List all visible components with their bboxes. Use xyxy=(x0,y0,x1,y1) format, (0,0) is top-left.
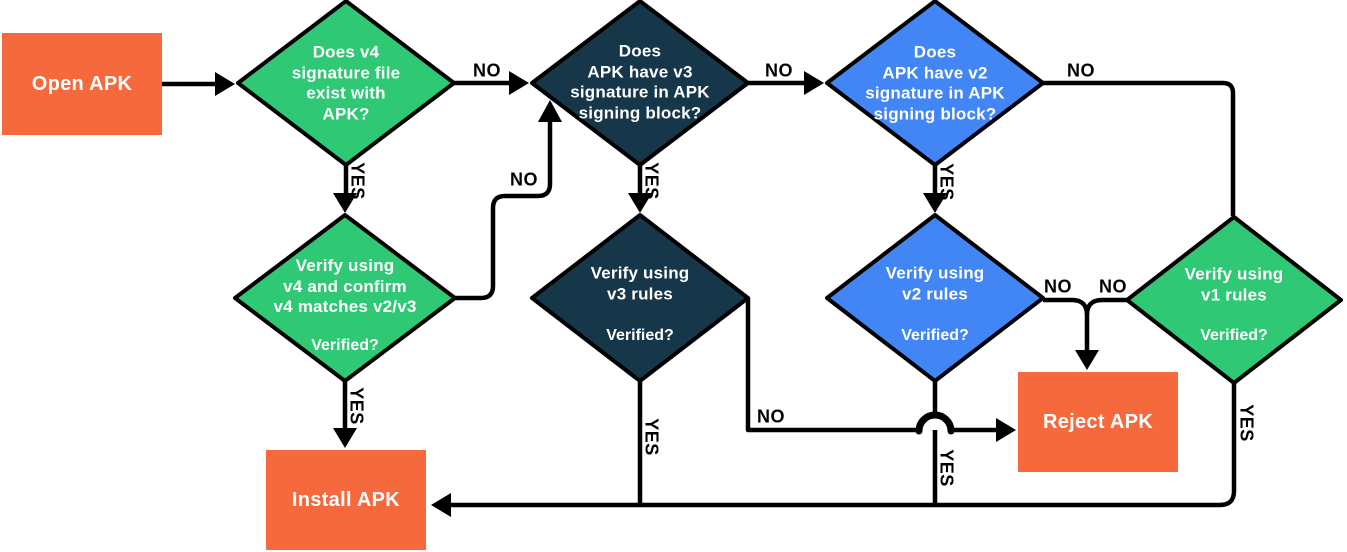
verify-v4-verified: Verified? xyxy=(311,337,379,354)
v3-block-question: Does APK have v3 signature in APK signin… xyxy=(570,41,710,123)
edge-label-yes-v4: YES xyxy=(347,162,368,200)
arrowhead-into-install-top xyxy=(333,428,357,448)
verify-v3-verified: Verified? xyxy=(606,327,674,344)
arrowhead-into-verify-v2 xyxy=(923,193,947,213)
connectors xyxy=(162,80,1237,508)
verify-v1-question: Verify using v1 rules xyxy=(1184,264,1284,304)
verify-v1-verified: Verified? xyxy=(1200,327,1268,344)
arrowhead-retry-into-v3 xyxy=(538,100,562,122)
arrowhead-into-reject-top xyxy=(1075,350,1099,370)
edge-label-yes-verify-v2: YES xyxy=(936,449,957,487)
edge-label-no-v2: NO xyxy=(1067,60,1095,81)
line-jump-arc xyxy=(915,411,955,435)
edge-verify-v2-no xyxy=(1043,297,1090,352)
edge-verify-v4-no xyxy=(455,122,553,301)
edge-label-no-verify-v4: NO xyxy=(510,169,538,190)
terminal-install-apk: Install APK xyxy=(266,450,426,550)
edge-verify-v1-yes xyxy=(449,383,1237,508)
start-open-apk: Open APK xyxy=(2,33,162,135)
install-apk-label: Install APK xyxy=(291,488,401,511)
arrowhead-into-verify-v3 xyxy=(628,193,652,213)
decision-v4-signature-exists xyxy=(236,0,456,167)
v2-block-question: Does APK have v2 signature in APK signin… xyxy=(865,42,1005,124)
verify-v2-verified: Verified? xyxy=(901,327,969,344)
edge-v2-no xyxy=(1043,80,1236,216)
decision-shapes xyxy=(233,0,1343,385)
edge-label-yes-v3: YES xyxy=(641,162,662,200)
verify-v2-question: Verify using v2 rules xyxy=(885,263,985,303)
arrowhead-into-install-right xyxy=(431,493,451,517)
decision-verify-v1 xyxy=(1125,215,1343,385)
arrowhead-into-verify-v4 xyxy=(333,193,357,213)
reject-apk-label: Reject APK xyxy=(1042,410,1154,433)
edge-label-no-verify-v2: NO xyxy=(1044,276,1072,297)
arrowhead-into-v2 xyxy=(804,71,824,95)
decision-verify-v2 xyxy=(825,213,1045,383)
arrowhead-into-reject-left xyxy=(996,418,1016,442)
decision-verify-v3 xyxy=(530,213,750,383)
open-apk-label: Open APK xyxy=(31,72,133,95)
verify-v4-question: Verify using v4 and confirm v4 matches v… xyxy=(273,255,417,317)
v4-exists-question: Does v4 signature file exist with APK? xyxy=(291,42,401,124)
edge-label-no-v3: NO xyxy=(765,60,793,81)
edge-label-no-v4: NO xyxy=(473,60,501,81)
decision-v2-signature-block xyxy=(825,0,1045,167)
edge-label-yes-verify-v1: YES xyxy=(1236,404,1257,442)
edge-verify-v1-no xyxy=(1084,297,1127,316)
edge-label-no-verify-v1: NO xyxy=(1099,276,1127,297)
verify-v3-question: Verify using v3 rules xyxy=(590,263,690,303)
edge-verify-v3-no xyxy=(745,298,919,433)
edge-label-yes-v2: YES xyxy=(936,163,957,201)
arrowheads xyxy=(215,71,1099,517)
edge-label-yes-verify-v4: YES xyxy=(346,387,367,425)
decision-v3-signature-block xyxy=(530,0,750,167)
arrowhead-into-v4 xyxy=(215,72,235,96)
decision-verify-v4 xyxy=(233,213,457,383)
edge-label-yes-verify-v3: YES xyxy=(641,418,662,456)
edge-label-no-verify-v3: NO xyxy=(757,406,785,427)
terminal-reject-apk: Reject APK xyxy=(1018,372,1178,472)
arrowhead-into-v3 xyxy=(509,71,529,95)
